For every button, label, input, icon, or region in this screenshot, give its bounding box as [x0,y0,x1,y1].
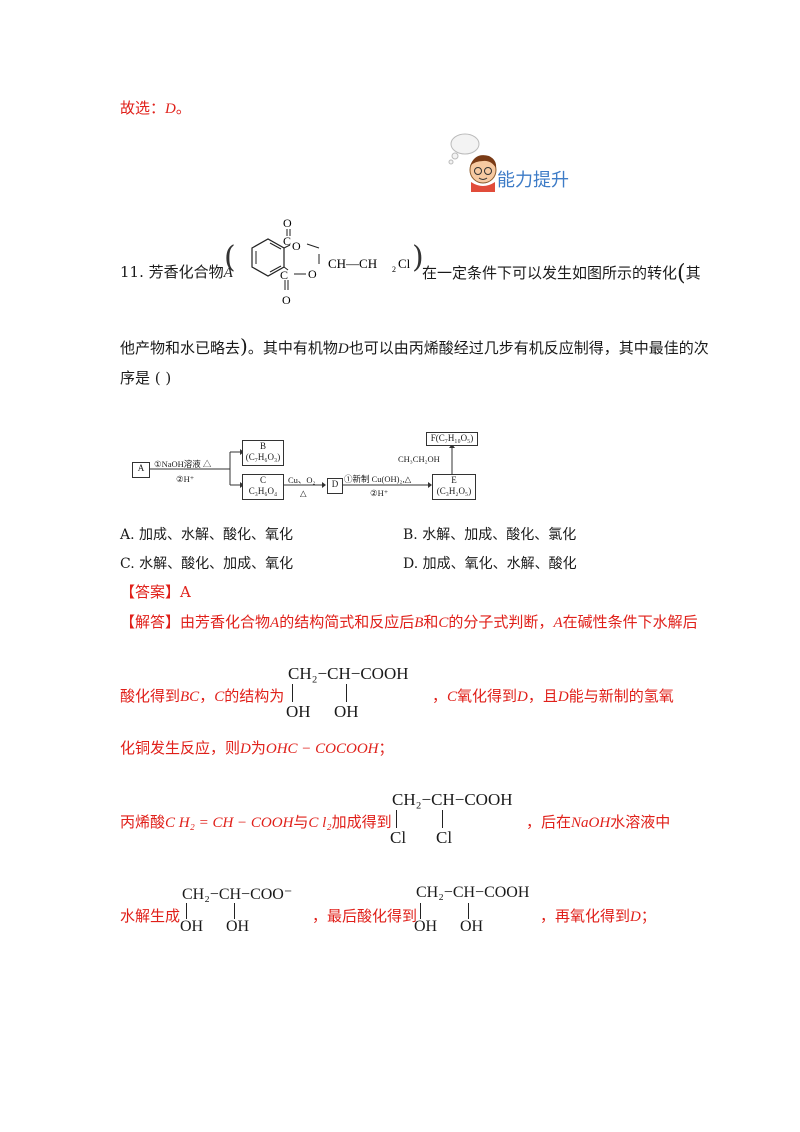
compound-a-structure: O O C C O O CH—CH 2 Cl [232,216,422,308]
carbonyl-o-top: O [283,218,292,230]
answer-tag: 【答案】 [120,583,181,601]
analysis-line-1: 【解答】由芳香化合物A的结构简式和反应后B和C的分子式判断，A在碱性条件下水解后 [120,613,698,631]
chain-cl: Cl [398,256,411,271]
ability-badge: 能力提升 [445,130,585,192]
cartoon-boy-icon [448,133,497,192]
analysis-line-2b: ，C氧化得到D，且D能与新制的氢氧 [432,687,674,705]
analysis-line-4b: ，后在NaOH水溶液中 [526,813,671,831]
analysis-line-4a: 丙烯酸C H₂ = CH − COOH与C l₂加成得到 [120,813,392,831]
chain-ch-ch: CH—CH [328,256,377,271]
stem-a: 芳香化合物 [148,263,224,281]
option-b[interactable]: B. 水解、加成、酸化、氯化 [403,527,577,543]
analysis-line-5c: ，再氧化得到D； [540,907,656,925]
option-a[interactable]: A. 加成、水解、酸化、氧化 [120,527,294,543]
stem-b: 在一定条件下可以发生如图所示的转化 [422,264,678,282]
line3: 序是 ( ) [120,369,172,387]
box-a: A [132,462,150,478]
line2-a: 他产物和水已略去 [120,339,241,357]
step1-top: ①NaOH溶液 △ [154,459,212,469]
answer-line: 【答案】A [120,582,191,602]
answer-value: A [180,583,191,601]
carbon-c1: C [283,234,291,248]
ring-o1: O [292,239,301,253]
step3-top: ①新制 Cu(OH)₂,△ [344,474,412,484]
badge-label: 能力提升 [497,170,569,191]
conclusion-prefix: 故选： [120,99,166,117]
molecule-diol-acid: CH₂−CH−COOH OH OH [286,664,409,721]
step3-bottom: ②H⁺ [370,488,389,498]
line2-c: D [337,341,349,357]
question-line-3: 序是 ( ) [120,368,171,388]
question-line-1: 11. 芳香化合物A [120,262,233,283]
compound-a: A [223,265,233,281]
step2-bottom: △ [300,488,307,498]
stem-c: 其 [685,264,701,282]
chain-sub2: 2 [392,265,396,274]
carbonyl-o-bottom: O [282,293,291,307]
conclusion-line: 故选：D。 [120,98,191,119]
box-e: E(C₃H₂O₅) [432,474,476,500]
box-d: D [327,478,343,494]
ring-o2: O [308,267,317,281]
step1-bottom: ②H⁺ [176,474,195,484]
analysis-line-3: 化铜发生反应，则D为OHC − COCOOH； [120,739,394,757]
conclusion-answer: D [165,101,176,117]
step2-top: Cu、O₂ [288,475,316,485]
box-b: B(C₇H₆O₃) [242,440,284,466]
option-d[interactable]: D. 加成、氧化、水解、酸化 [403,556,577,572]
molecule-diol-anion: CH₂−CH−COO⁻ OH OH [180,886,293,935]
conclusion-suffix: 。 [175,99,191,117]
molecule-diol-acid-2: CH₂−CH−COOH OH OH [414,884,530,935]
question-number: 11. [120,263,144,281]
analysis-line-5a: 水解生成 [120,907,181,925]
analysis-line-2a: 酸化得到BC，C的结构为 [120,687,285,705]
question-line-1b: 在一定条件下可以发生如图所示的转化(其 [422,261,701,286]
carbon-c2: C [280,268,288,282]
question-line-2: 他产物和水已略去)。其中有机物D也可以由丙烯酸经过几步有机反应制得，其中最佳的次 [120,334,709,358]
option-c[interactable]: C. 水解、酸化、加成、氧化 [120,556,294,572]
analysis-line-5b: ，最后酸化得到 [312,907,418,925]
benzodioxinone-structure: O O C C O O CH—CH 2 Cl [251,216,411,307]
line2-d: 也可以由丙烯酸经过几步有机反应制得，其中最佳的次 [348,339,709,357]
box-f: F(C₇H₁₀O₅) [426,432,478,446]
close-paren: ) [412,240,424,275]
line2-b: 。其中有机物 [247,339,338,357]
molecule-dichloro: CH₂−CH−COOH Cl Cl [390,790,513,847]
reagent-ethanol: CH₃CH₂OH [398,454,440,464]
open-paren: ( [224,240,236,275]
